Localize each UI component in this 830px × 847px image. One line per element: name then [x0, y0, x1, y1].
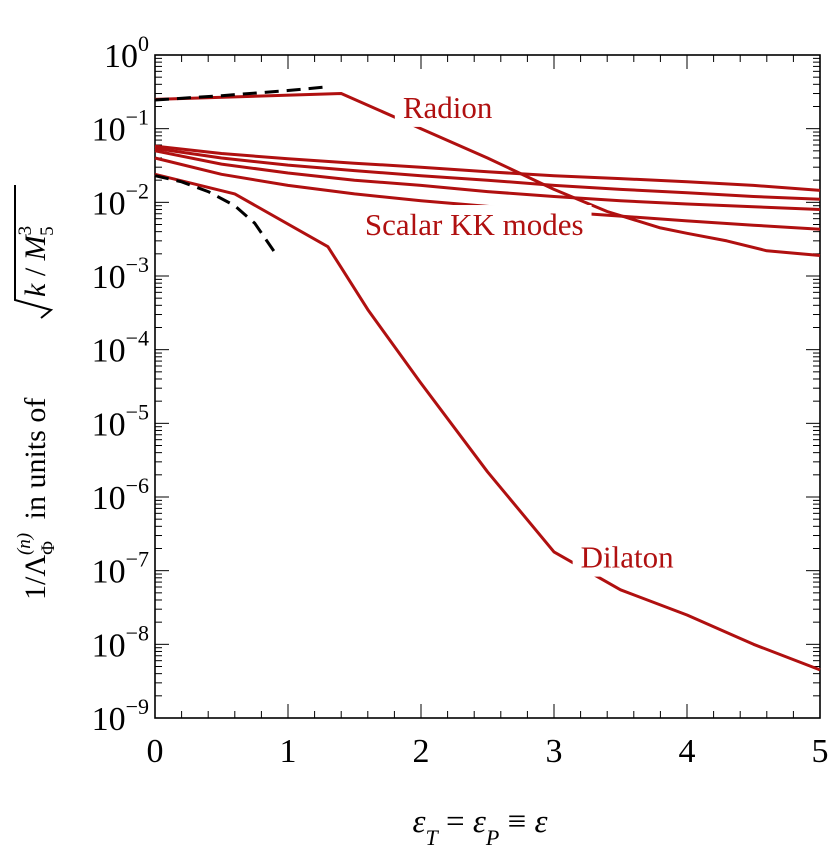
- series-line-5: [154, 172, 821, 672]
- series-line-7: [154, 174, 276, 254]
- y-tick-label: 10−2: [92, 178, 149, 222]
- x-tick-label: 1: [280, 733, 297, 770]
- series-line-2: [154, 146, 821, 201]
- x-tick-label: 0: [147, 733, 164, 770]
- y-tick-label: 10−4: [92, 326, 149, 370]
- y-axis-title: 1/ΛΦ(n) in units of k / M35: [14, 185, 59, 600]
- x-tick-label: 3: [546, 733, 563, 770]
- series-line-0: [154, 92, 821, 257]
- y-tick-label: 10−8: [92, 620, 149, 664]
- annotation-2: Dilaton: [581, 540, 674, 575]
- series-line-6: [154, 85, 329, 102]
- annotation-0: Radion: [403, 90, 493, 125]
- annotation-background: [572, 537, 683, 577]
- x-axis-title: εT = εP ≡ ε: [413, 804, 548, 847]
- y-tick-label: 10−7: [92, 547, 149, 591]
- y-tick-label: 10−5: [92, 399, 149, 443]
- svg-text:1/ΛΦ(n) in units of: 1/ΛΦ(n) in units of: [14, 398, 59, 600]
- series-line-1: [154, 144, 821, 192]
- tick-labels: 0 1 2 3 4 5 100 10−1 10−2 10−3 10−4 10−5 10−6 10−7 10−…: [92, 31, 829, 770]
- y-tick-label: 10−3: [92, 252, 149, 296]
- annotation-background: [394, 87, 501, 127]
- annotation-background: [356, 205, 592, 245]
- annotation-1: Scalar KK modes: [365, 207, 584, 242]
- series-lines: [154, 85, 821, 672]
- y-tick-label: 10−1: [92, 105, 149, 149]
- plot-frame: [154, 54, 821, 719]
- x-tick-label: 4: [679, 733, 696, 770]
- x-tick-label: 5: [812, 733, 829, 770]
- series-line-3: [154, 149, 821, 211]
- axes: [154, 54, 821, 719]
- y-tick-label: 10−6: [92, 473, 149, 517]
- y-tick-label: 100: [104, 31, 149, 75]
- svg-text:k / M35: k / M35: [15, 226, 58, 297]
- x-tick-label: 2: [413, 733, 430, 770]
- y-tick-label: 10−9: [92, 694, 149, 738]
